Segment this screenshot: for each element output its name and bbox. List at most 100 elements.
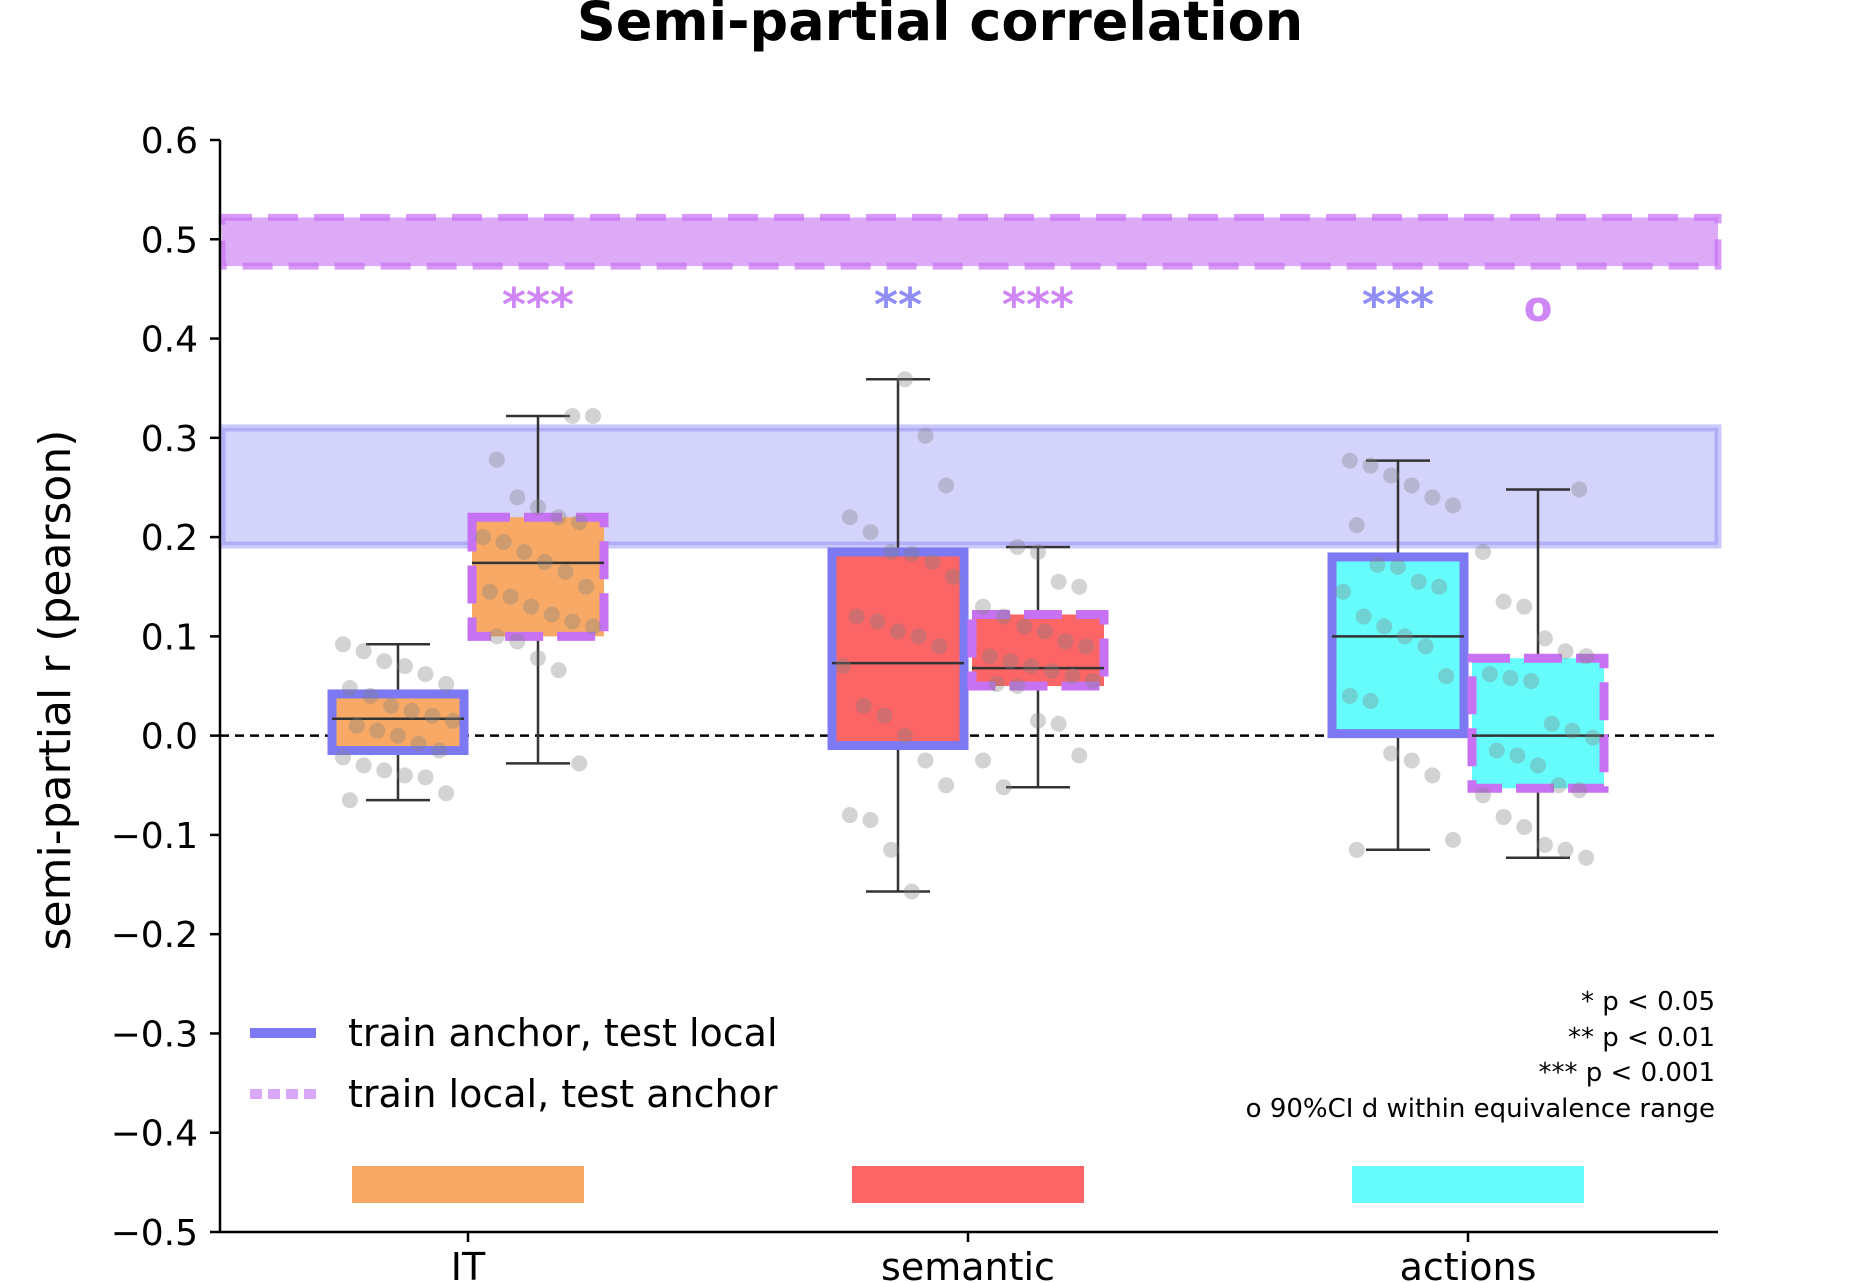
point-semantic-local-anchor bbox=[1064, 668, 1081, 685]
point-semantic-anchor-local bbox=[945, 568, 961, 585]
point-actions-local-anchor bbox=[1488, 742, 1505, 759]
y-tick-label: 0.3 bbox=[141, 419, 198, 460]
point-semantic-local-anchor bbox=[1030, 712, 1046, 729]
point-IT-local-anchor bbox=[488, 628, 505, 645]
point-actions-local-anchor bbox=[1530, 757, 1546, 774]
point-IT-local-anchor bbox=[564, 613, 581, 630]
point-actions-anchor-local bbox=[1445, 831, 1461, 848]
point-actions-local-anchor bbox=[1578, 849, 1595, 866]
point-semantic-local-anchor bbox=[1009, 678, 1026, 694]
point-semantic-anchor-local bbox=[862, 524, 879, 541]
point-semantic-local-anchor bbox=[1071, 747, 1088, 764]
significance-note: * p < 0.05 ** p < 0.01 *** p < 0.001 o 9… bbox=[1246, 987, 1715, 1124]
point-IT-local-anchor bbox=[475, 529, 491, 546]
point-actions-local-anchor bbox=[1523, 673, 1540, 690]
point-IT-anchor-local bbox=[341, 792, 358, 809]
legend-label-1: train anchor, test local bbox=[348, 1011, 778, 1055]
point-semantic-local-anchor bbox=[975, 752, 991, 769]
point-actions-local-anchor bbox=[1516, 598, 1533, 615]
point-IT-anchor-local bbox=[403, 702, 420, 719]
point-semantic-anchor-local bbox=[835, 658, 851, 675]
point-actions-anchor-local bbox=[1410, 573, 1427, 590]
point-actions-anchor-local bbox=[1383, 745, 1400, 762]
whisker-layer bbox=[366, 377, 1570, 893]
box-actions-anchor-local bbox=[1327, 552, 1469, 739]
y-tick-label: −0.1 bbox=[111, 816, 198, 857]
point-semantic-anchor-local bbox=[890, 623, 906, 640]
point-semantic-local-anchor bbox=[1050, 573, 1067, 590]
point-actions-anchor-local bbox=[1403, 752, 1420, 769]
point-actions-local-anchor bbox=[1509, 747, 1526, 764]
y-axis-label: semi-partial r (pearson) bbox=[30, 430, 81, 951]
y-tick-label: −0.4 bbox=[111, 1114, 198, 1155]
note-line-3: *** p < 0.001 bbox=[1538, 1058, 1715, 1088]
point-actions-local-anchor bbox=[1564, 722, 1581, 739]
point-actions-local-anchor bbox=[1495, 809, 1512, 826]
point-IT-local-anchor bbox=[550, 662, 567, 679]
noise-ceiling-bands bbox=[218, 213, 1722, 549]
point-actions-anchor-local bbox=[1355, 608, 1372, 625]
point-IT-anchor-local bbox=[431, 742, 448, 759]
point-IT-anchor-local bbox=[369, 722, 386, 739]
point-semantic-anchor-local bbox=[903, 883, 920, 900]
point-semantic-local-anchor bbox=[1023, 658, 1040, 675]
category-color-bars bbox=[352, 1166, 1584, 1203]
point-actions-anchor-local bbox=[1431, 578, 1448, 595]
point-semantic-local-anchor bbox=[1030, 543, 1046, 560]
category-bar-semantic bbox=[852, 1166, 1084, 1203]
point-semantic-local-anchor bbox=[1036, 623, 1053, 640]
chart-title: Semi-partial correlation bbox=[577, 0, 1303, 53]
x-tick-label: actions bbox=[1400, 1245, 1537, 1283]
point-actions-anchor-local bbox=[1445, 497, 1461, 514]
significance-semantic-local-anchor: *** bbox=[1002, 278, 1074, 332]
y-tick-label: −0.5 bbox=[111, 1213, 198, 1254]
significance-actions-anchor-local: *** bbox=[1362, 278, 1434, 332]
point-IT-anchor-local bbox=[396, 767, 413, 784]
point-actions-local-anchor bbox=[1571, 782, 1588, 799]
point-IT-local-anchor bbox=[509, 633, 526, 650]
point-IT-local-anchor bbox=[495, 534, 512, 551]
box-layer bbox=[327, 512, 1609, 793]
point-IT-local-anchor bbox=[578, 578, 595, 595]
box-semantic-anchor-local bbox=[827, 547, 969, 751]
point-semantic-local-anchor bbox=[1002, 653, 1019, 670]
note-line-4: o 90%CI d within equivalence range bbox=[1246, 1094, 1715, 1124]
point-IT-local-anchor bbox=[585, 407, 601, 424]
point-IT-anchor-local bbox=[396, 658, 413, 675]
point-IT-anchor-local bbox=[355, 643, 372, 660]
point-semantic-anchor-local bbox=[938, 477, 955, 494]
y-tick-label: 0.4 bbox=[141, 320, 198, 361]
noise-ceiling-band-2 bbox=[218, 424, 1722, 549]
category-bar-actions bbox=[1352, 1166, 1584, 1203]
point-IT-anchor-local bbox=[348, 717, 365, 734]
point-semantic-local-anchor bbox=[1078, 638, 1095, 655]
point-semantic-anchor-local bbox=[848, 608, 865, 625]
point-actions-local-anchor bbox=[1475, 543, 1491, 560]
point-IT-anchor-local bbox=[341, 679, 358, 696]
axes-layer: 0.60.50.40.30.20.10.0−0.1−0.2−0.3−0.4−0.… bbox=[111, 121, 1718, 1283]
point-actions-local-anchor bbox=[1495, 593, 1512, 610]
point-IT-local-anchor bbox=[571, 755, 588, 772]
point-actions-local-anchor bbox=[1536, 630, 1553, 647]
point-layer bbox=[335, 371, 1601, 900]
point-IT-anchor-local bbox=[335, 636, 351, 653]
point-actions-anchor-local bbox=[1362, 457, 1379, 474]
point-actions-local-anchor bbox=[1571, 481, 1588, 498]
category-bar-IT bbox=[352, 1166, 584, 1203]
point-IT-anchor-local bbox=[424, 707, 441, 724]
point-actions-local-anchor bbox=[1481, 666, 1498, 683]
y-tick-label: 0.0 bbox=[141, 717, 198, 758]
point-IT-anchor-local bbox=[438, 785, 455, 802]
point-semantic-local-anchor bbox=[1016, 618, 1033, 635]
y-tick-label: 0.6 bbox=[141, 121, 198, 162]
point-semantic-anchor-local bbox=[862, 812, 879, 829]
point-IT-local-anchor bbox=[571, 514, 588, 531]
point-semantic-anchor-local bbox=[883, 841, 900, 858]
point-semantic-anchor-local bbox=[855, 697, 872, 714]
point-IT-anchor-local bbox=[335, 749, 351, 766]
x-tick-label: semantic bbox=[881, 1245, 1055, 1283]
note-line-1: * p < 0.05 bbox=[1581, 987, 1715, 1017]
point-semantic-local-anchor bbox=[995, 779, 1012, 796]
point-semantic-local-anchor bbox=[1009, 539, 1026, 556]
point-actions-anchor-local bbox=[1424, 767, 1441, 784]
